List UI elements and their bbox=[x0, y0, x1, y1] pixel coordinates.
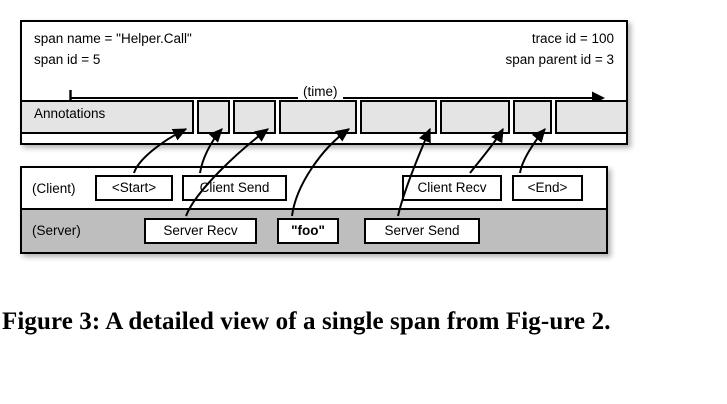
annotations-label: Annotations bbox=[34, 106, 106, 121]
annotation-tick[interactable] bbox=[508, 100, 515, 134]
annotation-tick[interactable] bbox=[274, 100, 281, 134]
event-box-server-send[interactable]: Server Send bbox=[364, 218, 480, 244]
event-box-client-recv[interactable]: Client Recv bbox=[402, 175, 502, 201]
span-parent-id-text: span parent id = 3 bbox=[505, 52, 614, 67]
span-detail-box: span name = "Helper.Call" span id = 5 tr… bbox=[20, 20, 628, 145]
annotation-tick[interactable] bbox=[228, 100, 235, 134]
annotation-tick[interactable] bbox=[192, 100, 199, 134]
server-row-label: (Server) bbox=[32, 223, 81, 238]
event-box-client-send[interactable]: Client Send bbox=[182, 175, 287, 201]
time-axis-label: (time) bbox=[298, 82, 343, 102]
event-box-foo[interactable]: "foo" bbox=[277, 218, 339, 244]
client-row-label: (Client) bbox=[32, 181, 76, 196]
span-id-text: span id = 5 bbox=[34, 52, 101, 67]
annotations-band bbox=[22, 100, 626, 134]
trace-id-text: trace id = 100 bbox=[531, 31, 614, 46]
event-box-start[interactable]: <Start> bbox=[95, 175, 173, 201]
annotation-tick[interactable] bbox=[435, 100, 442, 134]
event-box-server-recv[interactable]: Server Recv bbox=[144, 218, 257, 244]
figure-caption: Figure 3: A detailed view of a single sp… bbox=[2, 308, 611, 335]
event-box-end[interactable]: <End> bbox=[512, 175, 583, 201]
annotation-tick[interactable] bbox=[355, 100, 362, 134]
span-name-text: span name = "Helper.Call" bbox=[34, 31, 192, 46]
client-server-box: (Client) (Server) <Start> Client Send Cl… bbox=[20, 166, 608, 254]
annotation-tick[interactable] bbox=[550, 100, 557, 134]
